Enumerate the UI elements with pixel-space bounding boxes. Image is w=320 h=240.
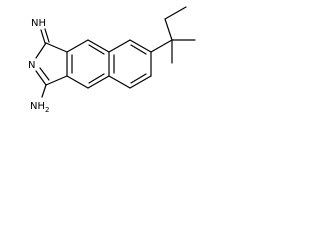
bond-c4b-c4a [108,75,131,89]
amine-nh-text: NH [30,101,45,112]
bond-n2-c1 [35,42,47,59]
exocyclic-bonds [40,28,50,98]
ring-nitrogen-label: N [28,60,35,71]
bond-c8-c8a-double [88,44,105,55]
bond-c9-c6 [129,39,152,53]
right-ring [108,39,152,89]
bond-c8-c8a [87,39,110,53]
bond-c3-n2 [35,70,47,86]
bond-c4a-c4-double [88,73,105,84]
bond-c1-nh-double-a [40,29,46,44]
bond-c1-nh-double-b [44,28,50,43]
pyrrole-ring [35,42,68,86]
amine-nh2-label: NH2 [30,101,49,114]
bond-c5-c4b-double [130,73,147,84]
bond-c3-nh2 [41,84,47,98]
bond-c4a-c4 [87,75,110,89]
bond-c7a-c8 [66,39,89,53]
bond-c3a-c3 [45,75,68,86]
bond-cq-ch2 [164,18,173,41]
bond-c8a-c9 [108,39,131,53]
bond-c4-c3a [66,75,89,89]
structure-canvas: NH N NH2 [0,0,213,137]
bond-ring-cq [150,39,173,53]
bond-c5-c4b [129,75,152,89]
imine-nh-label: NH [31,18,46,29]
molecule-structure: NH N NH2 [28,6,196,114]
bond-c1-c7a [45,42,68,53]
bond-c9-c6-double [130,44,147,55]
amine-subscript: 2 [45,106,49,114]
bond-ch2-ch3 [164,6,187,20]
bond-c3-n2-double [39,67,50,81]
tert-pentyl-group [150,6,196,64]
middle-ring [66,39,110,89]
